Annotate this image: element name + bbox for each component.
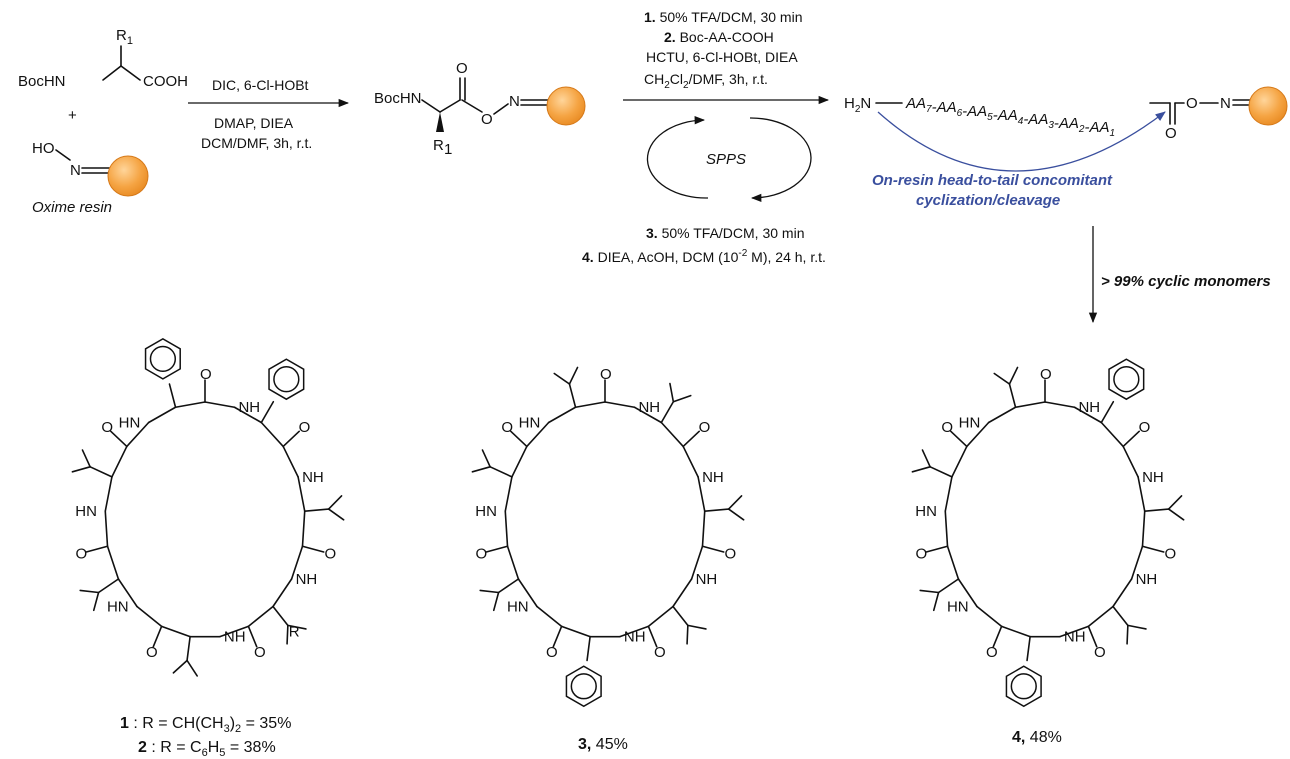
peptide-chain: AA7-AA6-AA5-AA4-AA3-AA2-AA1 [905,95,1115,139]
svg-text:HN: HN [959,415,981,432]
svg-text:HN: HN [519,415,541,432]
svg-text:O: O [325,546,337,563]
r1-label: R1 [116,27,133,47]
plus-sign: + [68,107,77,124]
resin-bound-ester: BocHN O O N R 1 [374,60,586,158]
svg-text:BocHN: BocHN [374,90,422,107]
compound-2-caption: 2 : R = C6H5 = 38% [138,739,276,759]
bochn-label: BocHN [18,73,66,90]
svg-text:N: N [70,162,81,179]
svg-text:HN: HN [119,415,141,432]
step2-line6: 4. DIEA, AcOH, DCM (10-2 M), 24 h, r.t. [582,248,826,265]
svg-text:NH: NH [1078,399,1100,416]
yield-arrow-label: > 99% cyclic monomers [1101,273,1271,290]
resin-bead [107,155,149,197]
step1-reagents: DIC, 6-Cl-HOBt [212,77,309,93]
compound-4-caption: 4, 48% [1012,729,1062,746]
svg-text:O: O [725,546,737,563]
cyclic-peptide-1-2: NH NH NH NH HN HN HN O O O O O O O R [71,338,345,677]
svg-text:O: O [501,419,513,436]
svg-text:NH: NH [296,571,318,588]
linear-peptide: H2N AA7-AA6-AA5-AA4-AA3-AA2-AA1 O O N [844,86,1288,172]
boc-amino-acid: R1 BocHN COOH [18,27,188,90]
svg-text:O: O [75,546,87,563]
svg-text:O: O [254,644,266,661]
svg-text:O: O [1040,366,1052,383]
svg-text:HN: HN [947,599,969,616]
svg-text:O: O [1139,419,1151,436]
svg-text:O: O [546,644,558,661]
step2-line1: 1. 50% TFA/DCM, 30 min [644,9,802,25]
cyclization-curve [877,111,1166,172]
svg-text:1: 1 [444,141,452,158]
compound-3-caption: 3, 45% [578,736,628,753]
svg-text:H2N: H2N [844,95,871,115]
step2-line3: HCTU, 6-Cl-HOBt, DIEA [646,49,798,65]
svg-text:O: O [1094,644,1106,661]
svg-text:N: N [1220,95,1231,112]
svg-text:O: O [481,111,493,128]
compound-1-caption: 1 : R = CH(CH3)2 = 35% [120,715,291,735]
cyclization-label-1: On-resin head-to-tail concomitant [872,172,1113,189]
svg-text:N: N [509,93,520,110]
svg-text:O: O [456,60,468,77]
svg-text:R: R [433,137,444,154]
svg-text:O: O [986,644,998,661]
svg-text:HN: HN [107,599,129,616]
step1-base: DMAP, DIEA [214,115,294,131]
svg-text:O: O [600,366,612,383]
cooh-label: COOH [143,73,188,90]
svg-text:R: R [289,624,300,641]
svg-text:HN: HN [507,599,529,616]
svg-text:NH: NH [1064,629,1086,646]
svg-text:NH: NH [224,629,246,646]
svg-text:HN: HN [915,503,937,520]
svg-text:O: O [1165,546,1177,563]
svg-text:O: O [699,419,711,436]
svg-text:NH: NH [638,399,660,416]
cyclization-label-2: cyclization/cleavage [916,192,1060,209]
svg-text:HN: HN [75,503,97,520]
svg-text:NH: NH [302,469,324,486]
svg-text:NH: NH [1142,469,1164,486]
cyclic-peptide-4: NH NH NH NH HN HN HN O O O O O O O [911,358,1185,708]
oxime-resin: HO N Oxime resin [32,140,149,216]
oxime-resin-label: Oxime resin [32,199,112,216]
svg-text:O: O [941,419,953,436]
svg-text:O: O [146,644,158,661]
svg-text:O: O [200,366,212,383]
step1-solvent: DCM/DMF, 3h, r.t. [201,135,312,151]
svg-text:NH: NH [696,571,718,588]
svg-text:O: O [299,419,311,436]
svg-text:NH: NH [238,399,260,416]
svg-text:O: O [475,546,487,563]
step2-line5: 3. 50% TFA/DCM, 30 min [646,225,804,241]
svg-text:HO: HO [32,140,55,157]
spps-cycle: SPPS [646,116,812,203]
svg-text:O: O [1186,95,1198,112]
svg-text:NH: NH [624,629,646,646]
svg-text:O: O [654,644,666,661]
step2-line4: CH2Cl2/DMF, 3h, r.t. [644,71,768,91]
cyclic-peptide-3: NH NH NH NH HN HN HN O O O O O O O [471,366,745,708]
spps-label: SPPS [706,151,746,168]
step2-line2: 2. Boc-AA-COOH [664,29,774,45]
svg-text:NH: NH [1136,571,1158,588]
svg-text:HN: HN [475,503,497,520]
svg-text:O: O [1165,125,1177,142]
svg-text:O: O [915,546,927,563]
svg-text:O: O [101,419,113,436]
svg-text:NH: NH [702,469,724,486]
